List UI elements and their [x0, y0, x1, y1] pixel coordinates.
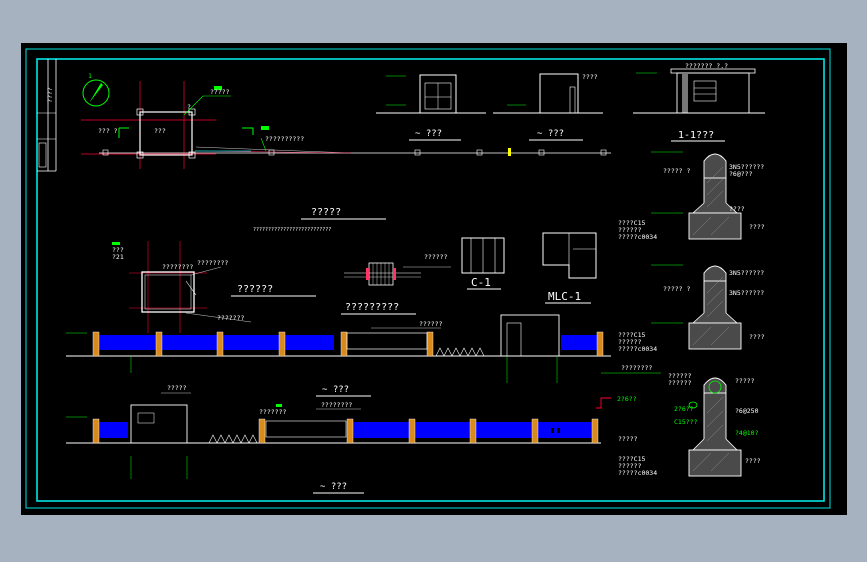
- fence1-label: ??????: [419, 320, 443, 328]
- fence2-label-a: ?????: [167, 384, 187, 392]
- sec2-low-left: ????C15: [618, 331, 645, 339]
- sec1-top-right: 3N5??????: [729, 163, 764, 171]
- north-arrow-icon: [82, 79, 110, 107]
- site-plan: 1 ??? ??? ? ? ????? ??????????: [81, 72, 611, 233]
- door-mlc1-title: MLC-1: [548, 290, 581, 303]
- sec1-mid-right: ????: [729, 205, 745, 213]
- site-label-right: ??????????: [265, 135, 304, 143]
- sec2-low-left2: ??????: [618, 338, 642, 346]
- fence1-title: ~ ???: [322, 385, 349, 395]
- wall-section-1: ????? ? 3N5?????? ?6@??? ???? ????C15 ??…: [618, 151, 765, 241]
- sec3-low-left3: ?????c0034: [618, 469, 657, 477]
- guard-plan-title: ??????: [237, 284, 273, 295]
- sec3-low-left2: ??????: [618, 462, 642, 470]
- sec3-top-right: ??????: [668, 372, 692, 380]
- guard-label-e: ???????: [217, 314, 244, 322]
- drawing-sheet: ???? 1 ??? ??? ? ? ?????: [21, 43, 847, 515]
- guard-label-a: ???: [112, 246, 124, 254]
- cad-drawing: ???? 1 ??? ??? ? ? ?????: [25, 48, 831, 509]
- sec3-low-right: ????: [745, 457, 761, 465]
- sec1-low-right: ????: [749, 223, 765, 231]
- sec3-top-right2: ??????: [668, 379, 692, 387]
- sec3-right3: ?4@10?: [735, 429, 759, 437]
- sec2-low-left3: ?????c0034: [618, 345, 657, 353]
- sec2-low-right: ????: [749, 333, 765, 341]
- site-label-left: ??? ?: [98, 127, 118, 135]
- sec3-right: ?6@250: [735, 407, 759, 415]
- sec3-low-left: ????C15: [618, 455, 645, 463]
- gate-detail: ?????? ?????????: [341, 253, 451, 315]
- site-label-small: ?: [187, 103, 191, 111]
- fence2-label-c: ????????: [321, 401, 352, 409]
- window-c1-title: C-1: [471, 276, 491, 289]
- window-c1: C-1: [461, 237, 505, 290]
- sec1-top-right2: ?6@???: [729, 170, 753, 178]
- site-plan-note: ??????????????????????????: [253, 227, 331, 233]
- wall-section-3: 2?6?? 2?6?? C15??? ???????? ?????? ?????…: [596, 364, 761, 477]
- guard-label-d: ????????: [197, 259, 228, 267]
- north-label: 1: [88, 72, 92, 80]
- side-elevation: ???? ~ ???: [493, 73, 603, 141]
- site-label-top: ?????: [210, 88, 230, 96]
- side-elevation-label: ????: [582, 73, 598, 81]
- guard-plan: ??? ?21 ???????? ???????? ??????? ??????: [112, 241, 316, 333]
- fence-elevation-2: ????? ??????? ???????? ~ ???: [66, 384, 601, 494]
- gate-detail-title: ?????????: [345, 302, 399, 313]
- sec1-low-left3: ?????c0034: [618, 233, 657, 241]
- front-elevation: ~ ???: [376, 74, 486, 141]
- sec3-green2: C15???: [674, 418, 698, 426]
- title-block: ????: [37, 59, 57, 172]
- guard-label-b: ?21: [112, 253, 124, 261]
- guard-label-c: ????????: [162, 263, 193, 271]
- site-plan-title: ?????: [311, 207, 341, 218]
- inner-frame: [36, 58, 825, 502]
- sec2-top-left: ????? ?: [663, 285, 690, 293]
- wall-section-2: ????? ? 3N5?????? 3N5?????? ????C15 ????…: [618, 264, 765, 353]
- sec1-low-left2: ??????: [618, 226, 642, 234]
- section-label: ??????? ?.?: [685, 62, 728, 70]
- outer-frame: [25, 48, 831, 509]
- sec3-mid-left: ?????: [618, 435, 638, 443]
- door-mlc1: MLC-1: [542, 232, 597, 304]
- sec1-low-left: ????C15: [618, 219, 645, 227]
- front-elevation-title: ~ ???: [415, 129, 442, 139]
- section-1-1: ??????? ?.? 1-1???: [633, 62, 765, 142]
- gate-detail-label: ??????: [424, 253, 448, 261]
- room-label: ???: [154, 127, 166, 135]
- sec2-top-right: 3N5??????: [729, 269, 764, 277]
- fence2-label-b: ???????: [259, 408, 286, 416]
- sec3-red: 2?6??: [617, 395, 637, 403]
- sec3-green1: 2?6??: [674, 405, 694, 413]
- fence-elevation-1: ?????? ~ ???: [66, 314, 611, 397]
- sec2-top-right2: 3N5??????: [729, 289, 764, 297]
- side-elevation-title: ~ ???: [537, 129, 564, 139]
- sec1-top-left: ????? ?: [663, 167, 690, 175]
- fence2-title: ~ ???: [320, 482, 347, 492]
- section-title: 1-1???: [678, 130, 714, 141]
- title-block-text: ????: [46, 87, 54, 103]
- sec3-top-left: ????????: [621, 364, 652, 372]
- sec3-right2: ?????: [735, 377, 755, 385]
